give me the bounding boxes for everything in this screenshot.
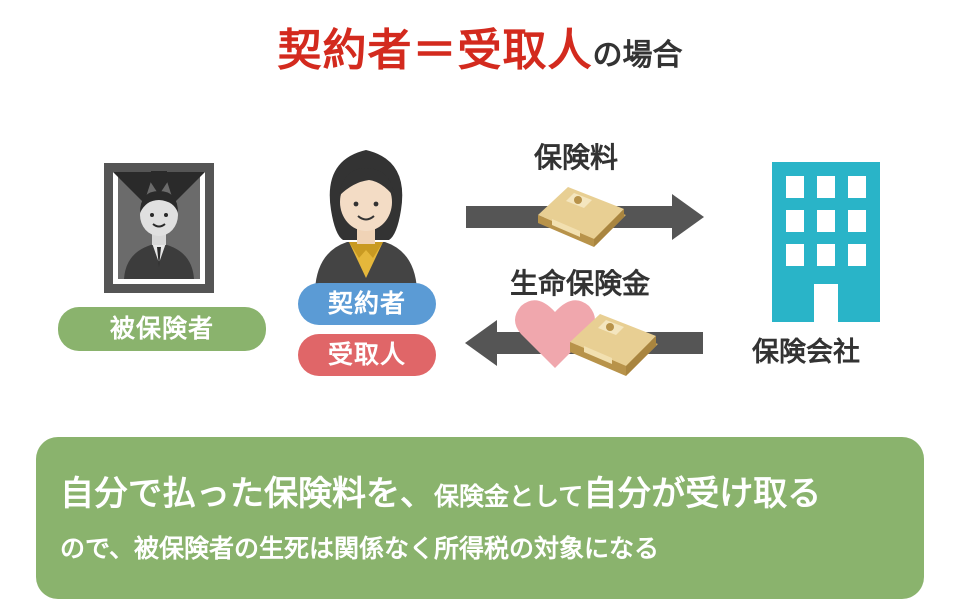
title-main: 契約者＝受取人 [277,25,593,76]
person-icon [315,150,417,290]
money-bundle-icon [538,187,626,247]
benefit-label: 生命保険金 [510,267,651,300]
insurance-company-label: 保険会社 [752,337,860,368]
insured-badge: 被保険者 [58,307,266,351]
explanation-line-1: 自分で払った保険料を、保険金として自分が受け取る [60,466,821,515]
explanation-part-b: 保険金として [434,482,584,511]
receiver-badge: 受取人 [298,334,436,376]
contractor-badge: 契約者 [298,283,436,325]
building-icon [772,162,880,322]
money-bundle-icon [570,314,658,376]
title-suffix: の場合 [592,38,683,73]
heart-icon [515,300,595,368]
premium-label: 保険料 [534,141,619,174]
explanation-part-c: 自分が受け取る [583,474,822,514]
page-title: 契約者＝受取人の場合 [0,14,960,78]
explanation-part-a: 自分で払った保険料を、 [60,474,434,514]
explanation-line-2: ので、被保険者の生死は関係なく所得税の対象になる [60,534,660,563]
explanation-box [36,437,924,599]
memorial-portrait-icon [104,163,214,293]
